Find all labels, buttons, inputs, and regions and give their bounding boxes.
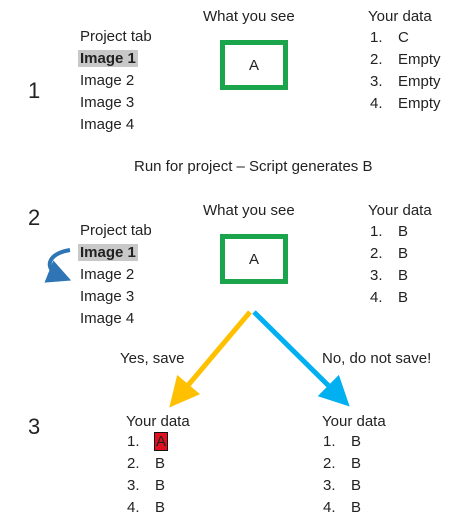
yes-arrow	[169, 310, 252, 408]
data-item: 4.Empty	[370, 95, 441, 112]
what-you-see-header-2: What you see	[203, 202, 295, 219]
data-item: 3.B	[370, 267, 409, 284]
data-value: Empty	[398, 95, 441, 112]
what-you-see-header-1: What you see	[203, 8, 295, 25]
image-3[interactable]: Image 3	[80, 94, 135, 111]
data-value: B	[398, 289, 409, 306]
data-list-unsaved: 1.B 2.B 3.B 4.B	[323, 431, 361, 519]
data-value: Empty	[398, 51, 441, 68]
view-box-label: A	[248, 56, 259, 74]
data-value: B	[351, 433, 362, 450]
data-item: 1.B	[370, 223, 409, 240]
data-item: 2.B	[370, 245, 409, 262]
yes-save-label: Yes, save	[120, 350, 185, 367]
project-tab-label: Project tab	[80, 28, 152, 45]
data-value: Empty	[398, 73, 441, 90]
data-value: B	[155, 477, 166, 494]
your-data-header-1: Your data	[368, 8, 432, 25]
data-item: 1.B	[323, 433, 362, 450]
view-box-label: A	[248, 250, 259, 268]
data-item: 2.B	[323, 455, 362, 472]
your-data-header-saved: Your data	[126, 413, 190, 430]
step-number-3: 3	[28, 414, 41, 439]
changed-value: A	[153, 432, 169, 451]
data-item: 3.Empty	[370, 73, 441, 90]
data-item: 2.B	[127, 455, 166, 472]
data-value: B	[398, 223, 409, 240]
your-data-header-2: Your data	[368, 202, 432, 219]
run-caption: Run for project – Script generates B	[134, 158, 373, 175]
data-value: B	[351, 499, 362, 516]
data-value: C	[398, 29, 409, 46]
data-list-saved: 1.A 2.B 3.B 4.B	[127, 431, 169, 519]
image-4[interactable]: Image 4	[80, 116, 135, 133]
image-2[interactable]: Image 2	[80, 72, 135, 89]
step-number-2: 2	[28, 205, 41, 230]
data-item: 2.Empty	[370, 51, 441, 68]
data-item: 3.B	[127, 477, 166, 494]
data-list-1: 1.C 2.Empty 3.Empty 4.Empty	[370, 27, 441, 115]
data-item: 4.B	[127, 499, 166, 516]
loop-arrow	[44, 248, 72, 283]
no-save-label: No, do not save!	[322, 350, 432, 367]
data-item: 4.B	[323, 499, 362, 516]
data-item: 1.A	[127, 432, 169, 451]
data-value: B	[155, 455, 166, 472]
data-list-2: 1.B 2.B 3.B 4.B	[370, 221, 408, 309]
data-value: B	[155, 499, 166, 516]
image-1-selected[interactable]: Image 1	[78, 244, 138, 261]
data-item: 4.B	[370, 289, 409, 306]
data-value: B	[351, 455, 362, 472]
image-4[interactable]: Image 4	[80, 310, 135, 327]
image-2[interactable]: Image 2	[80, 266, 135, 283]
step-number-1: 1	[28, 78, 41, 103]
image-3[interactable]: Image 3	[80, 288, 135, 305]
data-value: B	[398, 267, 409, 284]
view-box-1: A	[220, 40, 288, 90]
image-1-selected[interactable]: Image 1	[78, 50, 138, 67]
your-data-header-unsaved: Your data	[322, 413, 386, 430]
data-item: 3.B	[323, 477, 362, 494]
data-value: B	[398, 245, 409, 262]
view-box-2: A	[220, 234, 288, 284]
project-list-1: Project tab Image 1 Image 2 Image 3 Imag…	[78, 26, 152, 136]
project-list-2: Project tab Image 1 Image 2 Image 3 Imag…	[78, 220, 152, 330]
project-tab-label: Project tab	[80, 222, 152, 239]
data-item: 1.C	[370, 29, 409, 46]
no-arrow	[252, 310, 350, 407]
data-value: B	[351, 477, 362, 494]
